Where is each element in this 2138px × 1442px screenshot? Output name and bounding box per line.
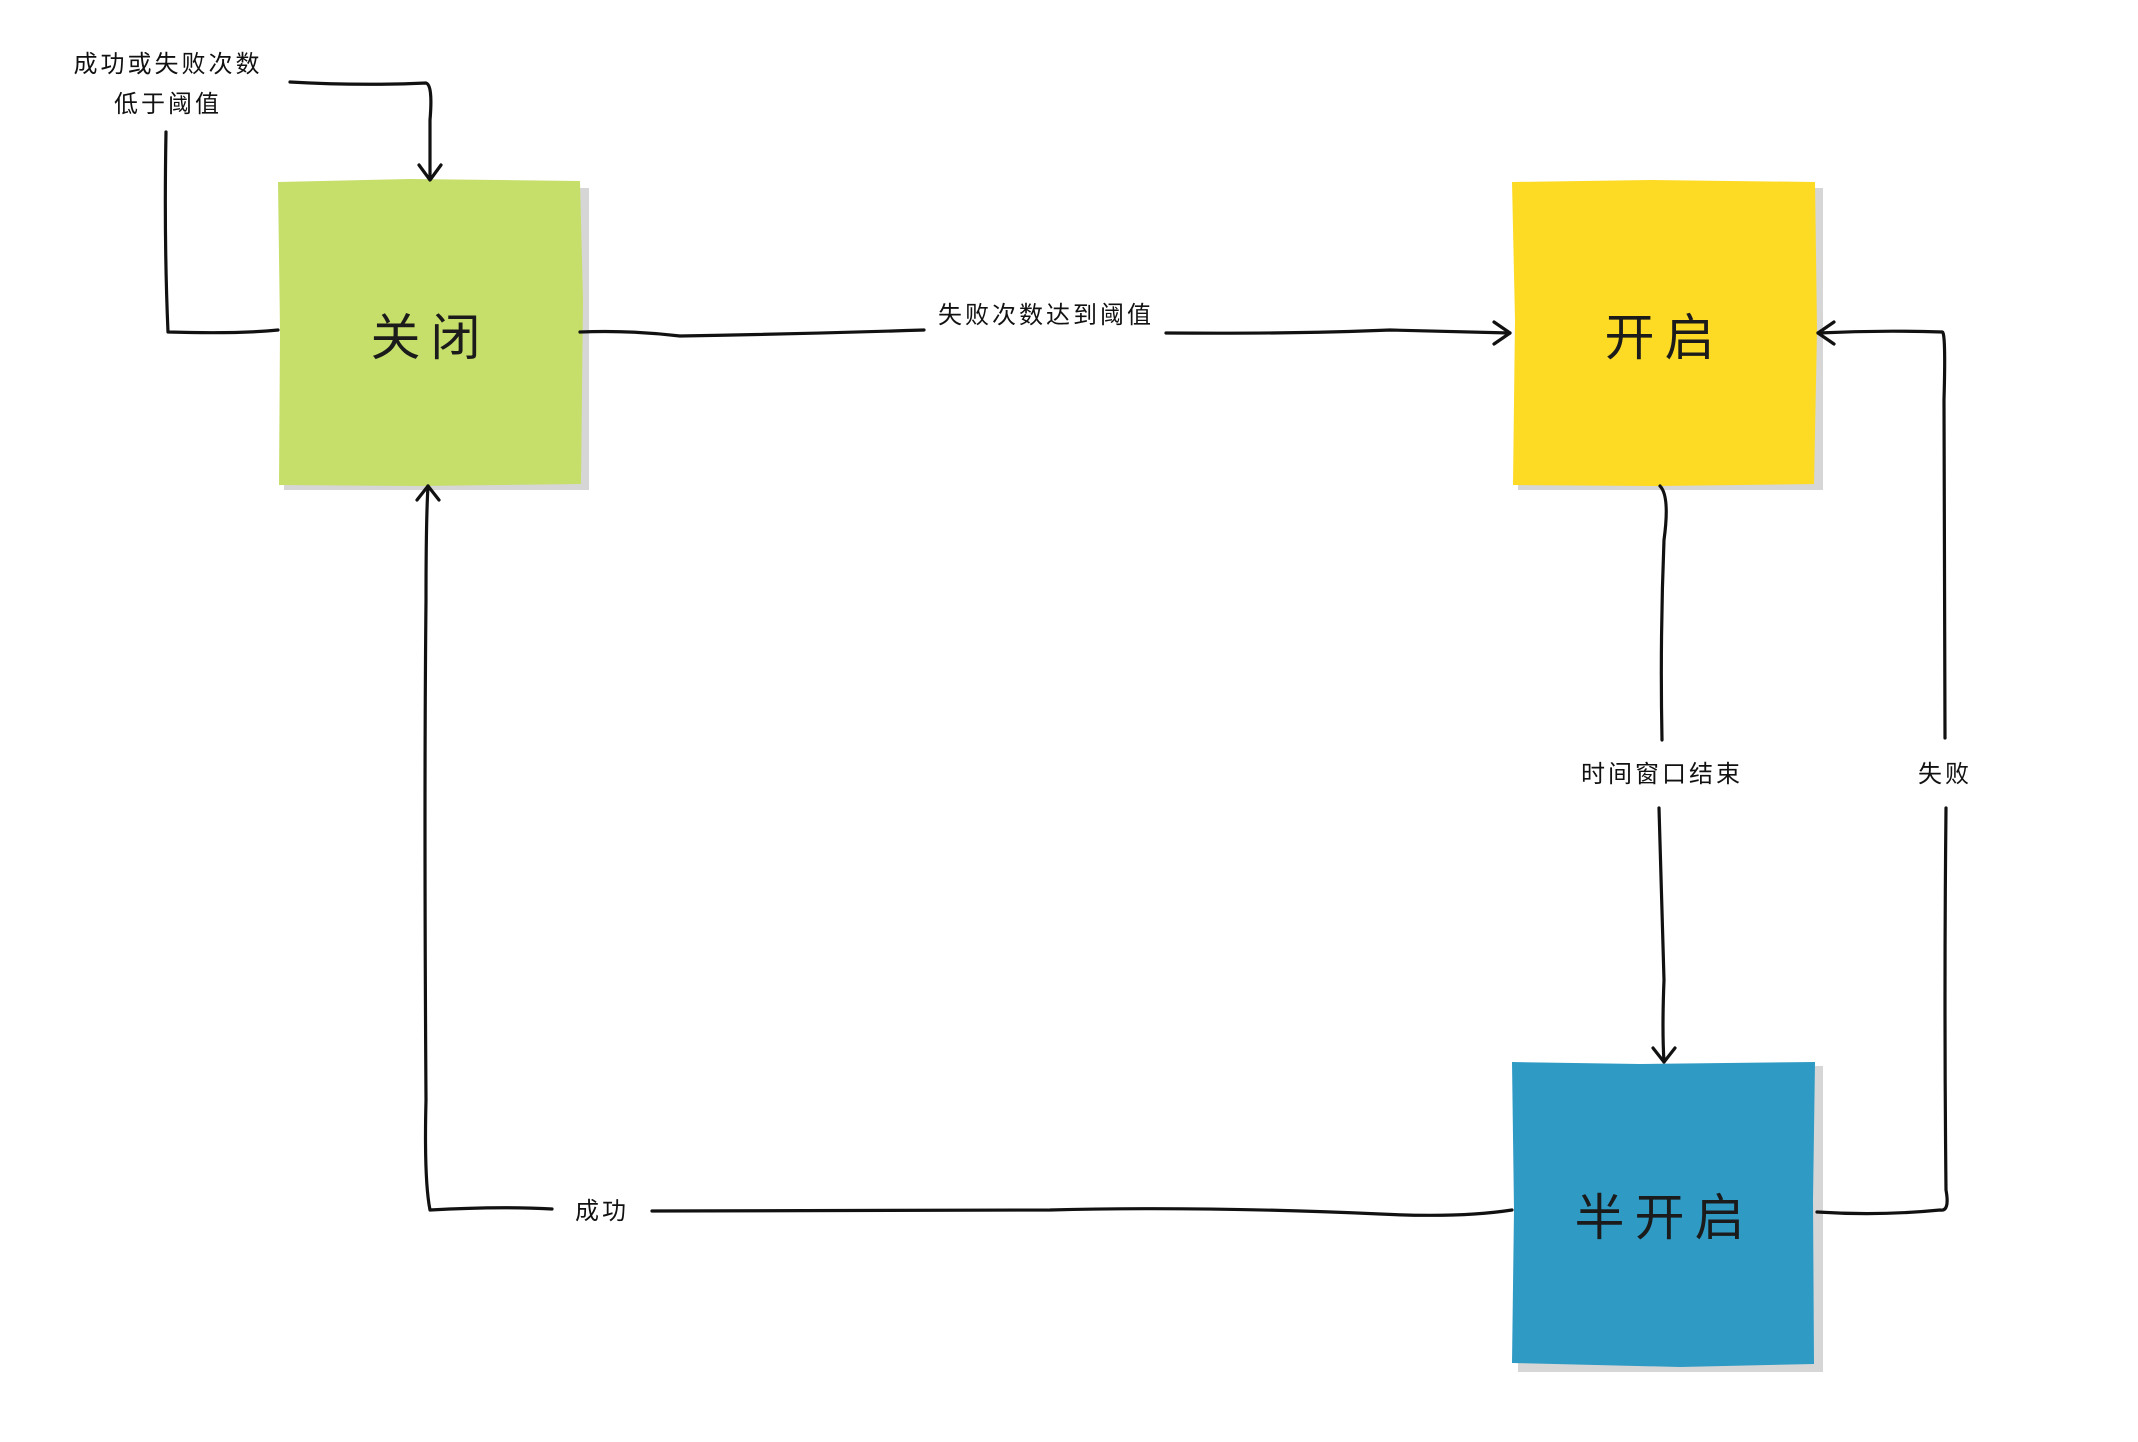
open-to-half-open-label: 时间窗口结束 [1562, 754, 1762, 794]
closed-self-loop-label: 成功或失败次数低于阈值 [64, 44, 272, 124]
half-open-state-label: 半开启 [1574, 1189, 1755, 1247]
closed-to-open-edge [578, 328, 1512, 338]
half-open-state-note[interactable] [1512, 1062, 1815, 1367]
half-open-to-closed-edge [423, 484, 1514, 1217]
half-open-to-closed-label: 成功 [560, 1191, 644, 1231]
half-open-to-closed-arrowhead [415, 484, 441, 502]
closed-to-open-arrowhead [1492, 320, 1512, 346]
closed-state-note[interactable] [278, 179, 583, 486]
half-open-to-open-edge [1815, 329, 1949, 1216]
closed-self-loop-arrowhead [417, 163, 443, 182]
closed-state-label: 关闭 [370, 309, 491, 367]
half-open-to-open-label: 失败 [1900, 754, 1990, 794]
open-to-half-open-arrowhead [1651, 1046, 1677, 1064]
open-state-note[interactable] [1512, 180, 1817, 486]
closed-to-open-label: 失败次数达到阈值 [936, 295, 1156, 335]
open-state-label: 开启 [1604, 309, 1725, 367]
closed-self-loop-edge [163, 80, 433, 335]
open-to-half-open-edge [1657, 484, 1668, 1064]
half-open-to-open-arrowhead [1816, 320, 1836, 346]
